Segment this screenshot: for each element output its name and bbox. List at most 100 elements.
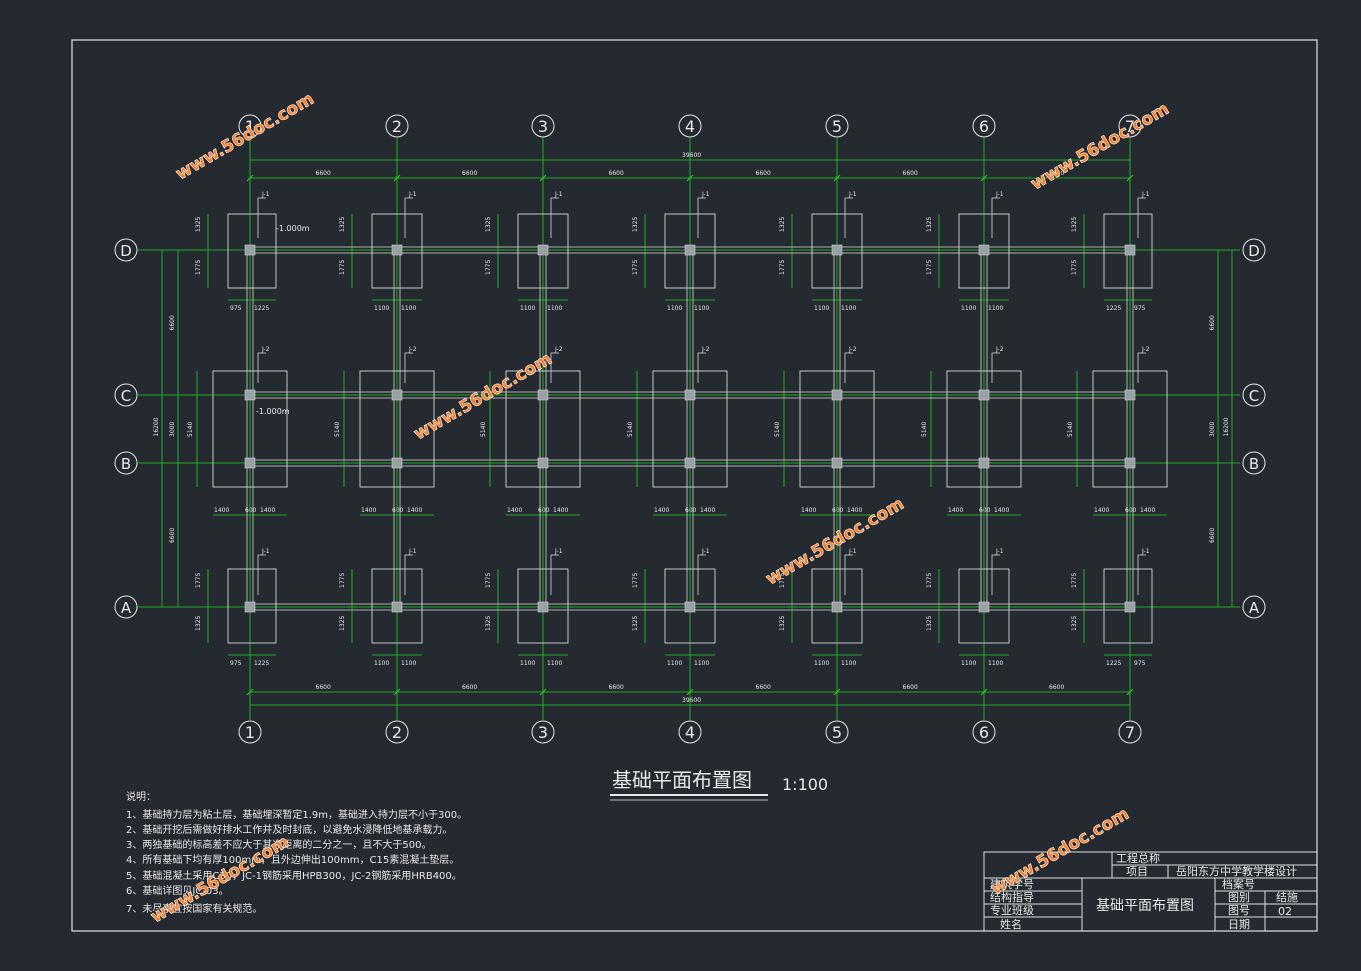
footing-leader <box>991 197 1000 238</box>
elevation-mid: -1.000m <box>256 407 290 416</box>
tb-right-value-2: 结施 <box>1276 891 1298 904</box>
pad-dim-text: 1325 <box>1071 616 1078 631</box>
footing-jc2 <box>359 370 435 488</box>
pad-dim-text: 975 <box>1134 660 1146 667</box>
span-dim-text: 6600 <box>609 170 624 177</box>
pad-dim-text: 1225 <box>1106 660 1121 667</box>
notes-heading: 说明： <box>126 790 156 803</box>
axis-bubble-1 <box>238 114 262 138</box>
pad-dim-text: 1225 <box>254 305 269 312</box>
pad-dim-text: 1100 <box>547 305 562 312</box>
column <box>244 457 256 469</box>
pad-dim-text: 1325 <box>339 217 346 232</box>
column <box>684 244 696 256</box>
column <box>831 601 843 613</box>
column <box>1124 457 1136 469</box>
axis-bubble-D <box>114 238 138 262</box>
pad-dim-text: 600 <box>685 507 697 514</box>
pad-dim-text: 1100 <box>401 660 416 667</box>
axis-bubble-A <box>1242 595 1266 619</box>
footing-layer: J-1J-1J-2J-1J-1J-2J-1J-1J-2J-1J-1J-2J-1J… <box>212 191 1168 644</box>
axis-bubble-C <box>1242 383 1266 407</box>
column <box>244 389 256 401</box>
axis-label-1: 1 <box>245 723 255 742</box>
axis-label-D: D <box>120 242 132 260</box>
axis-bubble-3 <box>531 720 555 744</box>
axis-label-6: 6 <box>979 723 989 742</box>
column <box>1124 601 1136 613</box>
pad-dim-text: 1775 <box>485 573 492 588</box>
pad-dim-text: 1100 <box>694 660 709 667</box>
footing-jc2 <box>946 370 1022 488</box>
axis-label-A: A <box>121 599 132 617</box>
pad-dim-text: 5140 <box>1067 422 1074 437</box>
tb-item-label: 项目 <box>1126 865 1148 878</box>
footing-leader <box>257 554 266 595</box>
axis-bubble-5 <box>825 720 849 744</box>
pad-dim-text: 1225 <box>254 660 269 667</box>
pad-dim-text: 1400 <box>507 507 522 514</box>
pad-dim-text: 1100 <box>547 660 562 667</box>
pad-dim-text: 1400 <box>1094 507 1109 514</box>
pad-dim-text: 5140 <box>480 422 487 437</box>
column <box>244 601 256 613</box>
column <box>684 601 696 613</box>
seg-width-text: 3000 <box>169 422 176 437</box>
pad-dim-text: 5140 <box>627 422 634 437</box>
seg-width-text: 6600 <box>1209 315 1216 330</box>
column <box>1124 244 1136 256</box>
axis-label-3: 3 <box>538 117 548 136</box>
footing-leader <box>697 554 706 595</box>
footing-leader <box>1137 197 1146 238</box>
column <box>978 457 990 469</box>
tb-left-label-4: 姓名 <box>1000 917 1022 931</box>
pad-dim-text: 5140 <box>334 422 341 437</box>
footing-jc1 <box>664 568 716 644</box>
pad-dim-text: 1100 <box>961 660 976 667</box>
span-dim-text: 6600 <box>609 684 624 691</box>
footing-jc2 <box>652 370 728 488</box>
span-dim-text: 6600 <box>1049 684 1064 691</box>
footing-label-jc2: J-2 <box>554 346 563 353</box>
seg-width-text: 6600 <box>169 528 176 543</box>
span-dim-text: 6600 <box>316 170 331 177</box>
axis-bubble-2 <box>385 720 409 744</box>
footing-leader <box>697 197 706 238</box>
total-width-text: 16200 <box>1223 417 1230 436</box>
pad-dim-text: 1325 <box>779 217 786 232</box>
span-dim-text: 6600 <box>1049 170 1064 177</box>
pad-dim-text: 1325 <box>779 616 786 631</box>
pad-dim-text: 1775 <box>195 573 202 588</box>
footing-jc1 <box>227 213 277 289</box>
footing-label-jc2: J-2 <box>701 346 710 353</box>
tb-project-label: 工程总称 <box>1116 851 1160 865</box>
axis-label-4: 4 <box>685 723 695 742</box>
column <box>537 244 549 256</box>
pad-dim-text: 1775 <box>339 260 346 275</box>
footing-leader <box>1137 352 1146 383</box>
pad-dim-text: 1400 <box>801 507 816 514</box>
column <box>684 389 696 401</box>
pad-dim-text: 975 <box>1134 305 1146 312</box>
column <box>391 244 403 256</box>
note-7: 7、未尽事宜按国家有关规范。 <box>126 902 262 915</box>
pad-dim-text: 1100 <box>961 305 976 312</box>
span-dim-text: 6600 <box>316 684 331 691</box>
pad-dim-text: 1100 <box>520 305 535 312</box>
span-dim-text: 6600 <box>903 170 918 177</box>
footing-label-jc1: J-1 <box>554 191 563 198</box>
pad-dim-text: 1225 <box>1106 305 1121 312</box>
axis-label-1: 1 <box>245 117 255 136</box>
pad-dim-text: 1400 <box>948 507 963 514</box>
axis-label-3: 3 <box>538 723 548 742</box>
footing-leader <box>404 554 413 595</box>
pad-dim-text: 600 <box>245 507 257 514</box>
pad-dim-text: 1775 <box>632 573 639 588</box>
pad-dim-text: 1400 <box>260 507 275 514</box>
axis-bubble-2 <box>385 114 409 138</box>
footing-leader <box>991 554 1000 595</box>
pad-dim-text: 600 <box>538 507 550 514</box>
pad-dim-text: 1400 <box>1140 507 1155 514</box>
footing-label-jc2: J-2 <box>408 346 417 353</box>
